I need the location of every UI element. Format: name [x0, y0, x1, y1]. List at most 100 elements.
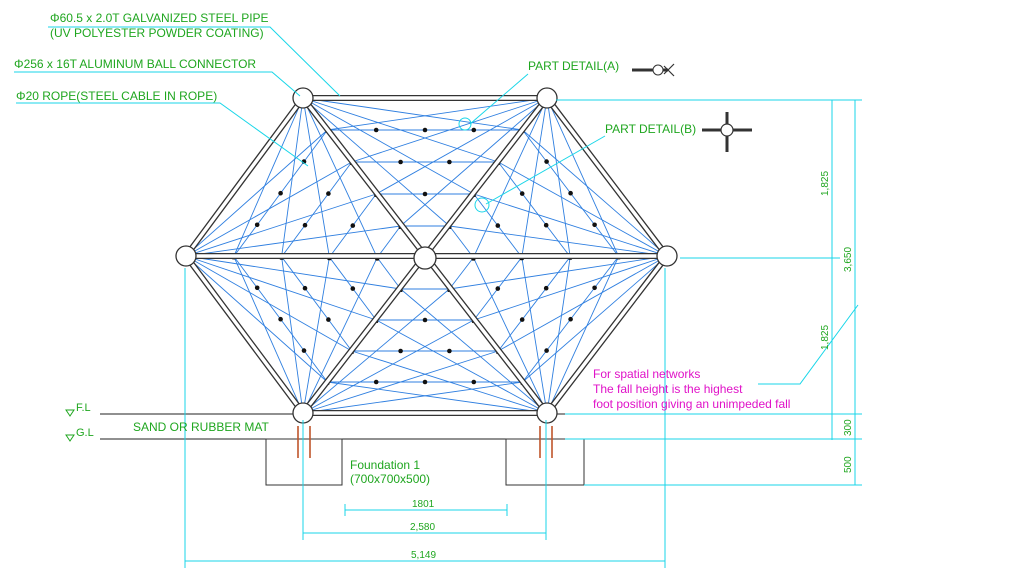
rope-strand	[327, 381, 548, 414]
detail-b-icon	[702, 112, 752, 152]
rope-strand	[302, 257, 330, 414]
center-ball-connector	[413, 246, 437, 270]
rope-knot	[471, 379, 477, 385]
rope-strand	[233, 256, 304, 414]
rope-knot	[422, 127, 428, 133]
rope-strand	[522, 129, 668, 257]
rope-knot	[471, 127, 477, 133]
pipe-callout: Φ60.5 x 2.0T GALVANIZED STEEL PIPE	[50, 11, 269, 25]
steel-pipe-highlight	[545, 254, 669, 415]
detail-b-label: PART DETAIL(B)	[605, 122, 696, 136]
rope-strand	[185, 225, 401, 257]
rope-knot	[301, 348, 307, 353]
rope-knot	[422, 191, 428, 197]
rope-knot	[350, 286, 356, 291]
rope-strand	[302, 97, 475, 195]
rope-knot	[543, 222, 549, 228]
ground-level-label: G.L	[76, 427, 94, 439]
rope-knot	[278, 190, 283, 196]
steel-pipe-highlight	[184, 96, 305, 258]
ball-connector	[292, 87, 314, 109]
rope-strand	[546, 256, 620, 414]
rope-knot	[544, 159, 549, 164]
rope-strand	[302, 381, 523, 414]
rope-strand	[302, 288, 450, 414]
callout-leaders	[14, 26, 859, 385]
rope-knot	[326, 317, 331, 322]
rope-knot	[519, 317, 525, 322]
ball-connector	[656, 245, 678, 267]
dim-1825-bottom: 1,825	[820, 325, 831, 350]
dim-2580: 2,580	[410, 522, 435, 533]
rope-knot	[592, 222, 597, 228]
foundation-title: Foundation 1	[350, 458, 420, 472]
ball-connector	[536, 402, 558, 424]
rope-knot	[568, 316, 573, 322]
dim-3650: 3,650	[843, 247, 854, 272]
foundation-size: (700x700x500)	[350, 472, 430, 486]
rope-knot	[254, 222, 260, 228]
steel-pipe-highlight	[184, 254, 305, 415]
fall-height-note-line3: foot position giving an unimpeded fall	[593, 397, 790, 411]
rope-strand	[376, 257, 401, 290]
rope-knot	[495, 286, 501, 291]
rope-strand	[302, 97, 523, 131]
rope-strand	[185, 129, 328, 257]
rope-knot	[398, 159, 403, 165]
rope-knot	[422, 379, 428, 385]
rope-knot	[398, 348, 403, 354]
rope-strand	[546, 97, 620, 257]
dim-1825-top: 1,825	[820, 171, 831, 196]
fall-height-note-line2: The fall height is the highest	[593, 382, 743, 396]
ball-connector	[175, 245, 197, 267]
rope-strand	[185, 255, 377, 321]
foundation-left	[265, 438, 343, 486]
dim-500: 500	[843, 456, 854, 473]
rope-knot	[350, 223, 356, 228]
rope-knot	[326, 191, 331, 196]
rope-strand	[472, 257, 548, 414]
rope-strand	[302, 319, 475, 414]
rope-strand	[449, 225, 474, 258]
ground-surface-note: SAND OR RUBBER MAT	[133, 420, 269, 434]
rope-knot	[373, 127, 379, 133]
rope-strand	[376, 225, 401, 258]
ball-connector	[536, 87, 558, 109]
rope-strand	[375, 319, 548, 414]
rope-knot	[373, 379, 379, 385]
rope-strand	[233, 97, 304, 257]
rope-knot	[543, 285, 549, 291]
rope-knot	[568, 190, 573, 196]
rope-knot	[422, 317, 428, 323]
detail-a-icon	[632, 63, 675, 77]
steel-pipe-highlight	[545, 96, 669, 258]
rope-strand	[185, 193, 377, 257]
detail-a-label: PART DETAIL(A)	[528, 59, 619, 73]
rope-knot	[544, 348, 549, 353]
rope-knot	[278, 316, 283, 322]
rope-strand	[400, 97, 548, 227]
dim-5149: 5,149	[411, 550, 436, 561]
rope-strand	[521, 257, 548, 414]
rope-knot	[302, 285, 308, 291]
rope-knot	[302, 222, 308, 228]
ball-callout: Φ256 x 16T ALUMINUM BALL CONNECTOR	[14, 57, 256, 71]
rope-strand	[375, 97, 548, 195]
rope-knot	[254, 285, 260, 291]
rope-strand	[473, 255, 668, 321]
rope-strand	[302, 97, 378, 258]
rope-strand	[473, 193, 668, 257]
anchor-bolts	[297, 426, 553, 458]
rope-strand	[185, 255, 328, 383]
rope-knot	[592, 285, 597, 291]
rope-strand	[521, 97, 548, 258]
foundation-right	[505, 438, 585, 486]
rope-knot	[447, 348, 452, 354]
rope-callout: Φ20 ROPE(STEEL CABLE IN ROPE)	[16, 89, 217, 103]
dim-1801: 1801	[412, 499, 435, 510]
rope-knot	[519, 191, 525, 196]
rope-strand	[449, 225, 668, 257]
rope-strand	[327, 97, 548, 131]
floor-level-label: F.L	[76, 402, 91, 414]
